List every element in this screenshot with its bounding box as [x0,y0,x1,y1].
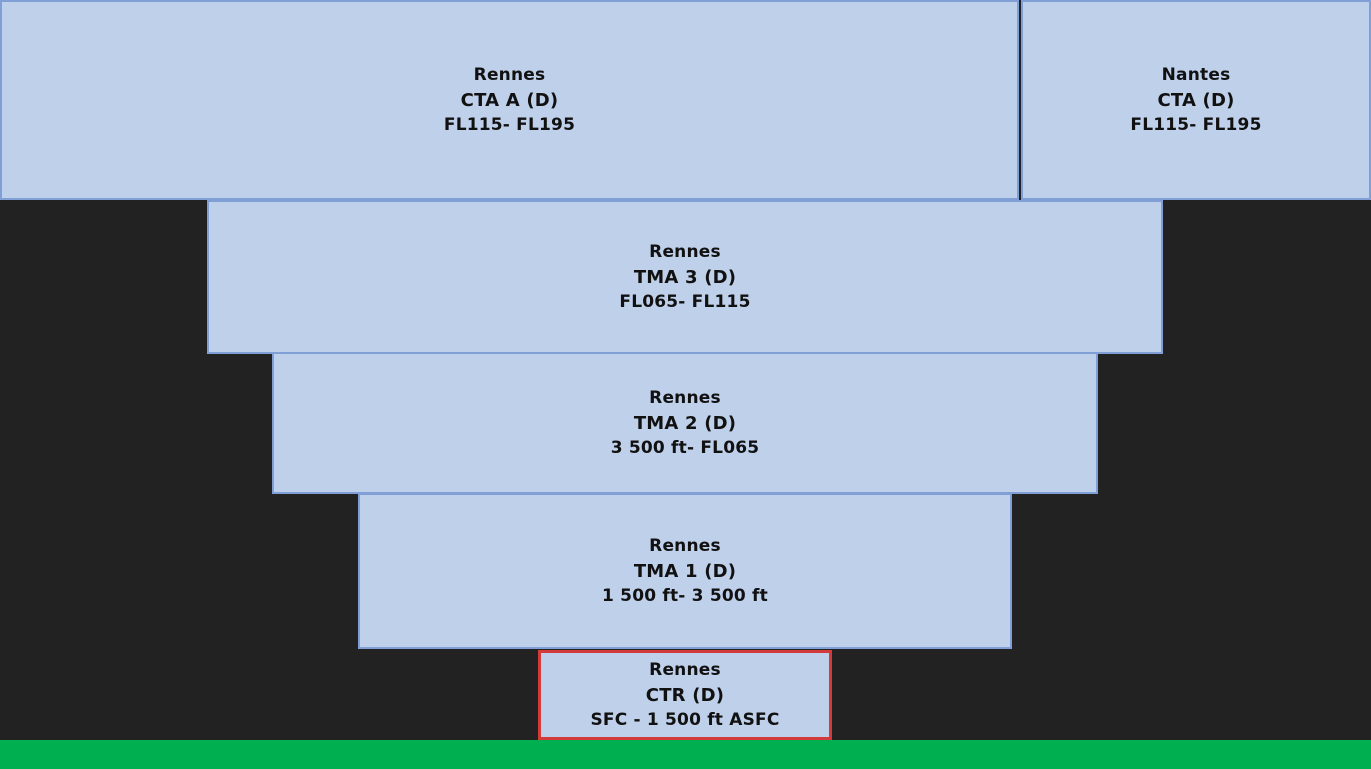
airspace-limits: FL115- FL195 [1130,114,1262,135]
airspace-name: Rennes [649,535,721,556]
airspace-limits: FL115- FL195 [443,114,576,135]
airspace-limits: 3 500 ft- FL065 [610,437,760,458]
rennes-tma3-block: Rennes TMA 3 (D) FL065- FL115 [207,200,1163,354]
airspace-name: Rennes [473,64,546,85]
rennes-cta-a-block: Rennes CTA A (D) FL115- FL195 [0,0,1019,200]
airspace-limits: SFC - 1 500 ft ASFC [590,709,780,730]
airspace-class: CTA A (D) [460,89,559,111]
airspace-name: Nantes [1161,64,1231,85]
airspace-name: Rennes [649,241,721,262]
rennes-tma1-block: Rennes TMA 1 (D) 1 500 ft- 3 500 ft [358,493,1012,649]
airspace-name: Rennes [649,387,721,408]
airspace-class: TMA 2 (D) [633,412,737,434]
nantes-cta-block: Nantes CTA (D) FL115- FL195 [1021,0,1371,200]
airspace-class: CTA (D) [1157,89,1235,111]
rennes-tma2-block: Rennes TMA 2 (D) 3 500 ft- FL065 [272,352,1098,494]
airspace-class: TMA 1 (D) [633,560,737,582]
airspace-class: TMA 3 (D) [633,266,737,288]
airspace-limits: FL065- FL115 [619,291,751,312]
rennes-ctr-block: Rennes CTR (D) SFC - 1 500 ft ASFC [538,650,832,740]
airspace-limits: 1 500 ft- 3 500 ft [602,585,768,606]
airspace-name: Rennes [649,659,721,680]
airspace-class: CTR (D) [645,684,725,706]
ground-surface [0,740,1371,769]
